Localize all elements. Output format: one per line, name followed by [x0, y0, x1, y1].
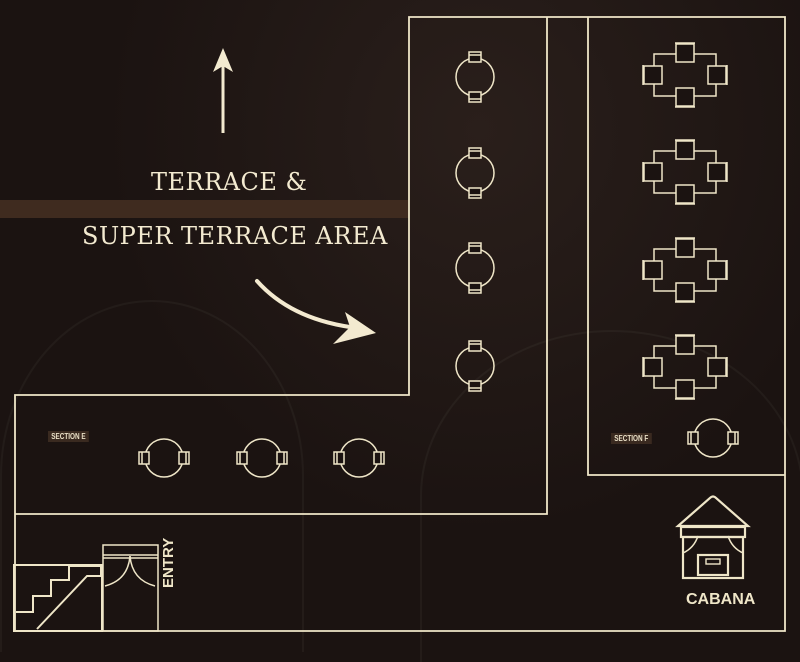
entry-label: ENTRY [160, 537, 177, 588]
section-f-wall [587, 17, 785, 476]
title-line-2: SUPER TERRACE AREA [82, 222, 388, 250]
section-e-label: SECTION E [48, 431, 89, 442]
curved-arrow-icon [255, 279, 376, 344]
floor-plan [13, 16, 786, 632]
section-f-label: SECTION F [611, 433, 652, 444]
round-table[interactable] [236, 438, 288, 478]
round-table[interactable] [455, 147, 495, 199]
title-line-1: TERRACE & [151, 168, 308, 196]
round-table[interactable] [455, 51, 495, 103]
four-seat-table[interactable] [642, 42, 728, 108]
round-table[interactable] [138, 438, 190, 478]
round-table[interactable] [687, 418, 739, 458]
round-table[interactable] [455, 242, 495, 294]
cabana-icon [675, 495, 751, 580]
title-band [0, 200, 409, 218]
four-seat-table[interactable] [642, 139, 728, 205]
background-arch [420, 330, 800, 662]
walls [14, 16, 786, 632]
section-e-wall [15, 17, 548, 515]
four-seat-table[interactable] [642, 334, 728, 400]
entry-door-icon [102, 544, 159, 632]
background-arch [0, 300, 304, 652]
round-table[interactable] [455, 340, 495, 392]
stairs-icon [13, 564, 103, 632]
four-seat-table[interactable] [642, 237, 728, 303]
round-table[interactable] [333, 438, 385, 478]
outer-wall [14, 16, 786, 632]
cabana-label: CABANA [686, 591, 756, 608]
up-arrow-icon [213, 48, 233, 133]
